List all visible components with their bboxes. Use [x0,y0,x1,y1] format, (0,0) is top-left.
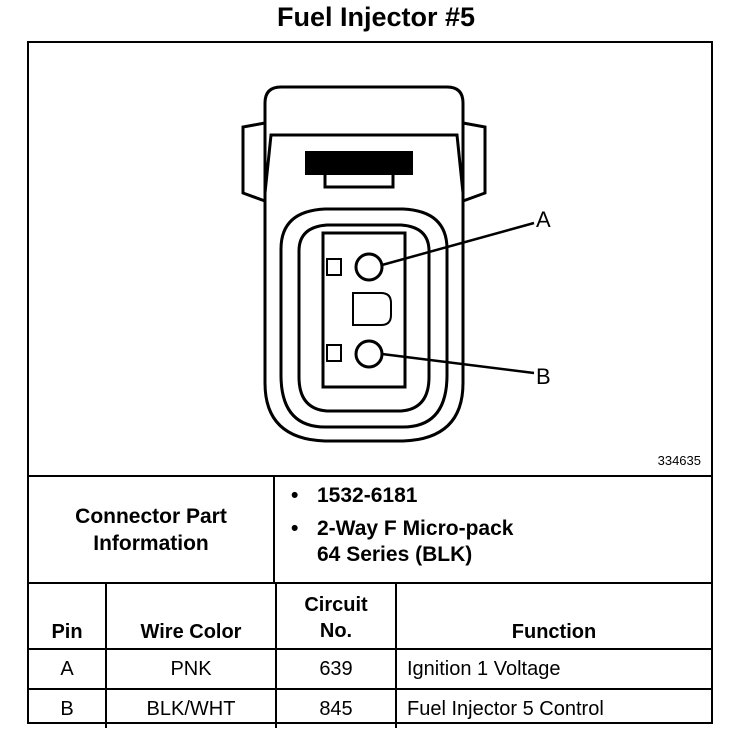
figure-number: 334635 [657,453,701,468]
pin-b-cavity [354,339,384,369]
page-title: Fuel Injector #5 [276,2,476,32]
bullet-icon: • [291,517,299,540]
pin-b-leader [381,352,535,375]
table-header-row: Pin Wire Color Circuit No. Function [29,584,711,650]
header-circuit-no: Circuit No. [275,584,397,650]
pin-b-label: B [536,364,551,389]
pinout-table: Pin Wire Color Circuit No. Function A PN… [29,584,711,728]
connector-description-line2: 64 Series (BLK) [317,543,473,566]
header-wire-color: Wire Color [105,584,277,650]
pin-a-label: A [536,207,551,232]
header-circuit-line1: Circuit [304,594,368,616]
latch-slot [305,151,413,175]
connector-description-item: • 2-Way F Micro-pack 64 Series (BLK) [291,516,513,568]
connector-left-ear [241,121,266,203]
pin-window [321,231,407,389]
cell-pin: B [29,688,107,728]
bullet-icon: • [291,484,299,507]
connector-info-label-line2: Information [93,531,209,555]
connector-info-values: • 1532-6181 • 2-Way F Micro-pack 64 Seri… [291,483,513,575]
cell-wire-color: BLK/WHT [105,688,277,728]
cell-function: Ignition 1 Voltage [395,648,711,690]
connector-body-outer [263,193,465,443]
center-key [352,292,392,326]
connector-part-info: Connector Part Information • 1532-6181 •… [29,477,711,584]
connector-body-inner [297,223,431,413]
connector-illustration: A B 334635 [29,43,711,477]
connector-latch [263,85,465,193]
cell-wire-color: PNK [105,648,277,690]
header-function: Function [395,584,711,650]
connector-info-label-line1: Connector Part [75,504,227,528]
cell-circuit: 845 [275,688,397,728]
cell-pin: A [29,648,107,690]
connector-diagram-frame: A B 334635 Connector Part Information • … [27,41,713,728]
pin-a-key [326,258,342,276]
connector-drawing [241,85,535,443]
table-row: A PNK 639 Ignition 1 Voltage [29,648,711,690]
table-row: B BLK/WHT 845 Fuel Injector 5 Control [29,688,711,728]
part-number-item: • 1532-6181 [291,483,513,509]
pin-b-key [326,344,342,362]
header-pin: Pin [29,584,107,650]
connector-info-label: Connector Part Information [29,477,275,582]
connector-body-middle [279,207,449,429]
cell-circuit: 639 [275,648,397,690]
pin-a-cavity [354,252,384,282]
connector-right-ear [462,121,487,203]
cell-function: Fuel Injector 5 Control [395,688,711,728]
part-number: 1532-6181 [317,484,418,507]
pin-a-leader [381,221,535,267]
header-circuit-line2: No. [319,620,353,642]
connector-description-line1: 2-Way F Micro-pack [317,517,514,540]
